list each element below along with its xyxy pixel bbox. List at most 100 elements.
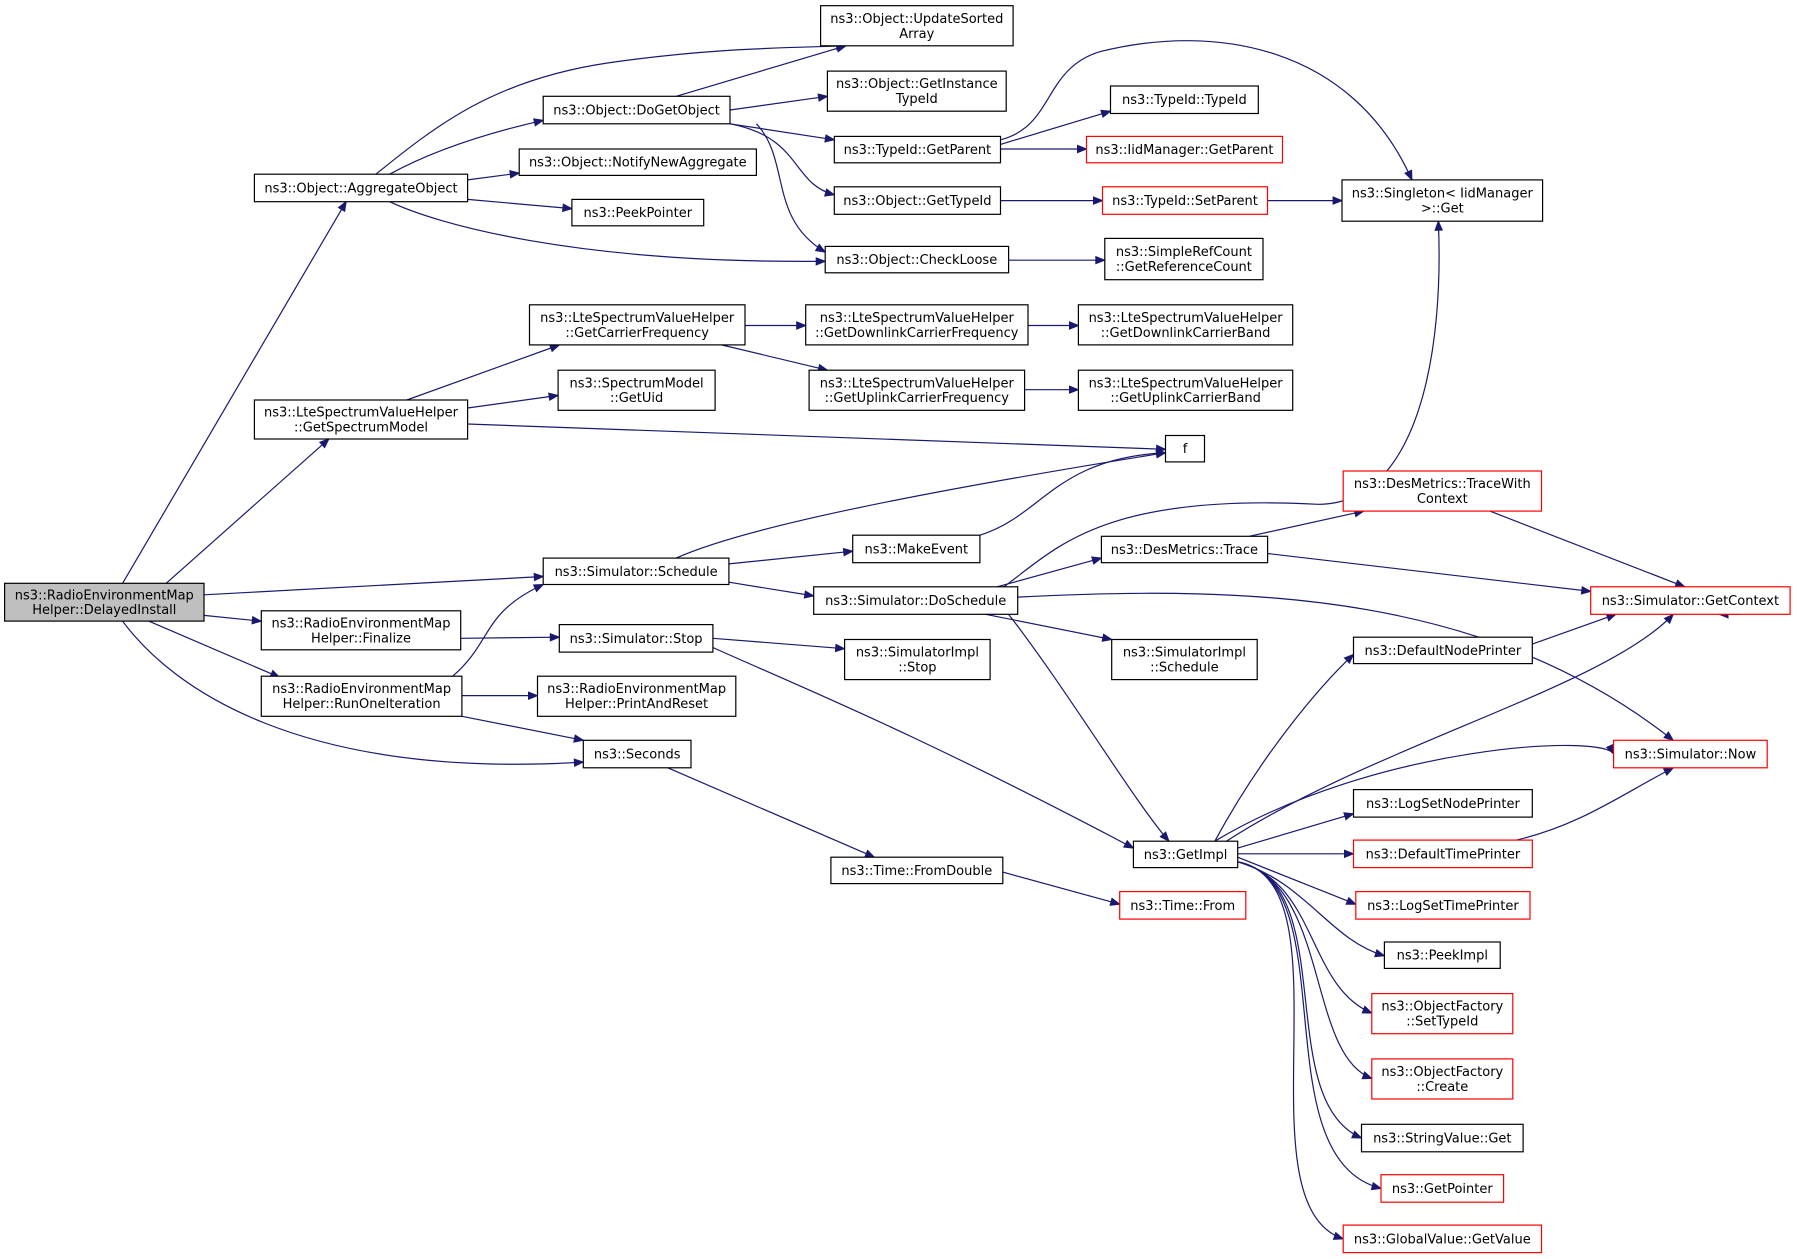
graph-node-logsetnode[interactable]: ns3::LogSetNodePrinter [1352, 788, 1533, 818]
call-edge [1237, 856, 1358, 905]
edge-arrowhead [533, 572, 545, 582]
node-label: ns3::TypeId::GetParent [844, 143, 992, 158]
call-edge [667, 767, 876, 858]
call-edge [728, 547, 855, 565]
graph-node-singleton[interactable]: ns3::Singleton< IidManager >::Get [1341, 179, 1544, 222]
graph-node-peekimpl[interactable]: ns3::PeekImpl [1383, 941, 1501, 969]
edge-line [675, 452, 1166, 559]
call-edge [1237, 861, 1383, 1191]
call-edge [1237, 849, 1355, 859]
graph-node-doschedule[interactable]: ns3::Simulator::DoSchedule [813, 586, 1019, 615]
graph-node-seconds[interactable]: ns3::Seconds [582, 739, 692, 769]
edge-arrowhead [1404, 169, 1413, 182]
edge-arrowhead [1100, 109, 1112, 119]
graph-node-stop[interactable]: ns3::Simulator::Stop [558, 623, 714, 653]
node-label: ::GetCarrierFrequency [565, 326, 709, 341]
edge-arrowhead [1345, 896, 1358, 905]
node-label: Helper::RunOneIteration [283, 697, 441, 712]
graph-node-checkloose[interactable]: ns3::Object::CheckLoose [824, 245, 1010, 274]
graph-node-getparent[interactable]: ns3::TypeId::GetParent [833, 135, 1002, 164]
edge-arrowhead [548, 392, 560, 402]
edge-arrowhead [562, 203, 574, 213]
edge-arrowhead [1674, 579, 1686, 588]
graph-node-defnodeprinter[interactable]: ns3::DefaultNodePrinter [1352, 636, 1533, 665]
graph-node-dlfreq[interactable]: ns3::LteSpectrumValueHelper::GetDownlink… [805, 304, 1029, 346]
graph-node-printreset[interactable]: ns3::RadioEnvironmentMapHelper::PrintAnd… [536, 675, 737, 717]
call-edge [1267, 196, 1344, 205]
call-edge [1000, 40, 1413, 182]
graph-node-deftimeprinter[interactable]: ns3::DefaultTimePrinter [1352, 839, 1533, 869]
graph-node-implschedule[interactable]: ns3::SimulatorImpl::Schedule [1111, 638, 1258, 681]
edge-line [1516, 767, 1674, 841]
graph-node-notify[interactable]: ns3::Object::NotifyNewAggregate [518, 148, 758, 176]
node-label: ::SetTypeId [1406, 1015, 1478, 1030]
graph-node-makeevent[interactable]: ns3::MakeEvent [852, 534, 981, 564]
graph-node-refcount[interactable]: ns3::SimpleRefCount::GetReferenceCount [1104, 237, 1264, 281]
graph-node-iidgetparent[interactable]: ns3::IidManager::GetParent [1085, 135, 1284, 164]
graph-node-carrierfreq[interactable]: ns3::LteSpectrumValueHelper::GetCarrierF… [528, 304, 746, 346]
edge-line [467, 198, 572, 210]
graph-node-schedule[interactable]: ns3::Simulator::Schedule [542, 557, 730, 586]
node-label: ns3::MakeEvent [865, 543, 969, 558]
graph-node-gettypeid[interactable]: ns3::Object::GetTypeId [833, 186, 1002, 215]
edge-arrowhead [1662, 767, 1675, 776]
edge-arrowhead [1580, 586, 1593, 595]
graph-node-ulfreq[interactable]: ns3::LteSpectrumValueHelper::GetUplinkCa… [808, 369, 1026, 411]
edge-line [203, 575, 544, 596]
edge-arrowhead [1361, 1071, 1374, 1080]
edge-line [1237, 861, 1373, 1079]
node-box [826, 70, 1007, 112]
graph-node-stringget[interactable]: ns3::StringValue::Get [1360, 1123, 1524, 1153]
graph-node-getspectrum[interactable]: ns3::LteSpectrumValueHelper::GetSpectrum… [253, 399, 469, 440]
graph-node-getuid[interactable]: ns3::SpectrumModel::GetUid [557, 369, 716, 411]
call-edge [1028, 321, 1080, 330]
node-label: ns3::LteSpectrumValueHelper [820, 376, 1015, 391]
node-label: ns3::DefaultTimePrinter [1366, 847, 1521, 862]
node-box [833, 186, 1002, 215]
graph-node-f[interactable]: f [1164, 434, 1206, 463]
node-label: ns3::GetPointer [1392, 1182, 1493, 1197]
node-box [1085, 135, 1284, 164]
call-edge [1237, 861, 1363, 1139]
call-edge [148, 620, 281, 678]
call-edge [389, 201, 827, 266]
graph-node-ulband[interactable]: ns3::LteSpectrumValueHelper::GetUplinkCa… [1077, 369, 1294, 411]
node-box [1111, 638, 1258, 681]
edge-line [1489, 510, 1685, 588]
graph-node-now[interactable]: ns3::Simulator::Now [1612, 739, 1768, 769]
graph-node-implstop[interactable]: ns3::SimulatorImpl::Stop [843, 638, 991, 681]
node-label: ns3::Time::From [1130, 899, 1235, 914]
edge-line [996, 557, 1102, 588]
graph-node-dlband[interactable]: ns3::LteSpectrumValueHelper::GetDownlink… [1077, 304, 1294, 346]
graph-node-logsettime[interactable]: ns3::LogSetTimePrinter [1355, 890, 1531, 920]
node-label: Array [899, 27, 934, 42]
graph-node-fromdouble[interactable]: ns3::Time::FromDouble [830, 856, 1004, 885]
node-box [571, 198, 705, 227]
call-edge [1000, 196, 1104, 205]
node-label: ns3::GetImpl [1144, 848, 1228, 863]
edge-arrowhead [815, 257, 827, 266]
graph-node-getimpl[interactable]: ns3::GetImpl [1132, 840, 1239, 869]
graph-node-getcontext[interactable]: ns3::Simulator::GetContext [1590, 586, 1791, 615]
graph-node-dogetobject[interactable]: ns3::Object::DoGetObject [542, 95, 731, 125]
graph-node-globalget[interactable]: ns3::GlobalValue::GetValue [1342, 1224, 1543, 1254]
graph-node-getpointer[interactable]: ns3::GetPointer [1380, 1174, 1505, 1203]
edge-arrowhead [814, 243, 827, 253]
graph-node-create[interactable]: ns3::ObjectFactory::Create [1371, 1058, 1514, 1100]
graph-node-runone[interactable]: ns3::RadioEnvironmentMapHelper::RunOneIt… [260, 675, 463, 717]
node-label: ns3::Object::NotifyNewAggregate [529, 156, 747, 171]
node-label: ns3::RadioEnvironmentMap [547, 682, 726, 697]
graph-node-aggregate[interactable]: ns3::Object::AggregateObject [253, 173, 469, 203]
edge-arrowhead [1095, 255, 1107, 265]
graph-node-setparent[interactable]: ns3::TypeId::SetParent [1101, 186, 1269, 215]
graph-node-settypeid[interactable]: ns3::ObjectFactory::SetTypeId [1371, 992, 1514, 1035]
edge-line [985, 613, 1112, 641]
graph-node-timefrom[interactable]: ns3::Time::From [1119, 890, 1247, 920]
graph-node-destrace[interactable]: ns3::DesMetrics::Trace [1100, 535, 1269, 564]
graph-node-typeidtypeid[interactable]: ns3::TypeId::TypeId [1109, 85, 1259, 115]
graph-node-peekpointer[interactable]: ns3::PeekPointer [571, 198, 705, 227]
